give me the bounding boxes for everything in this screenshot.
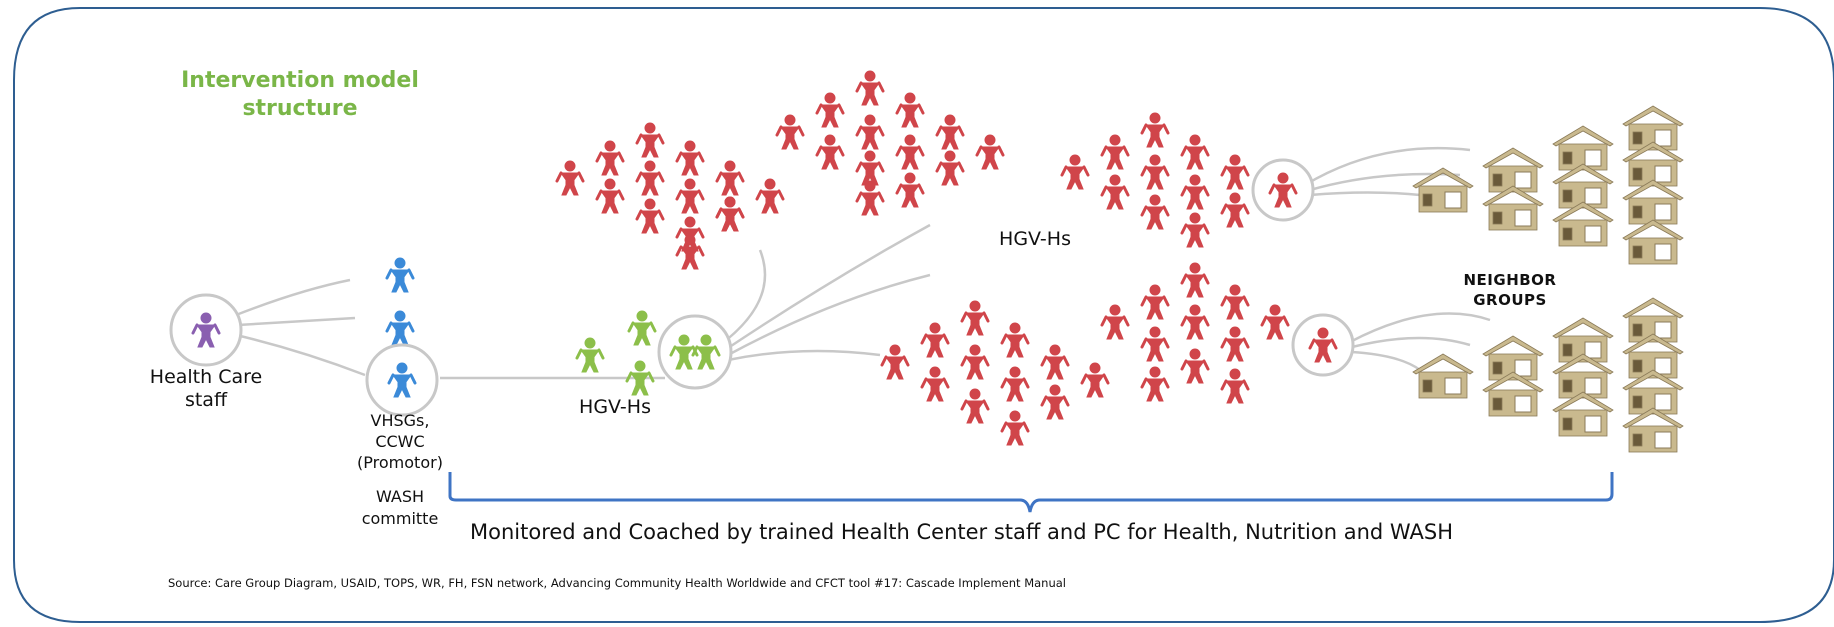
red-person-icon — [1100, 173, 1130, 211]
house-icon — [1412, 353, 1474, 399]
red-person-icon — [960, 387, 990, 425]
red-person-icon — [635, 159, 665, 197]
red-person-icon — [1220, 367, 1250, 405]
red-person-icon — [960, 343, 990, 381]
house-icon — [1552, 125, 1614, 171]
red-person-icon — [595, 139, 625, 177]
vhsg-person-icon — [385, 309, 415, 347]
red-person-icon — [855, 179, 885, 217]
red-person-icon — [815, 133, 845, 171]
house-icon — [1552, 391, 1614, 437]
red-person-icon — [1140, 153, 1170, 191]
red-person-icon — [895, 133, 925, 171]
red-person-icon — [555, 159, 585, 197]
red-person-icon — [975, 133, 1005, 171]
red-person-icon — [635, 121, 665, 159]
vhsg-label: VHSGs, CCWC (Promotor) — [357, 411, 443, 472]
house-icon — [1482, 185, 1544, 231]
hgvh-person-icon — [575, 336, 605, 374]
red-person-icon — [1060, 153, 1090, 191]
household-cluster-group — [555, 69, 1290, 447]
red-person-icon — [1000, 321, 1030, 359]
red-person-icon — [1000, 409, 1030, 447]
bracket — [448, 472, 1614, 513]
red-person-icon — [1180, 173, 1210, 211]
red-person-icon — [920, 365, 950, 403]
red-person-icon — [855, 69, 885, 107]
red-person-icon — [880, 343, 910, 381]
red-person-icon — [920, 321, 950, 359]
red-person-icon — [775, 113, 805, 151]
red-person-icon — [895, 91, 925, 129]
house-icon — [1482, 147, 1544, 193]
wash-committee-label: WASH committe — [361, 487, 439, 528]
red-person-icon — [1180, 347, 1210, 385]
hgvh-upper-label: HGV-Hs — [999, 228, 1071, 250]
red-person-icon — [895, 171, 925, 209]
health-care-staff-label: Health Care staff — [149, 366, 263, 411]
red-person-icon — [935, 113, 965, 151]
red-person-icon — [1080, 361, 1110, 399]
hgvh-lower-label: HGV-Hs — [579, 396, 651, 418]
red-person-icon — [675, 139, 705, 177]
red-person-icon — [755, 177, 785, 215]
red-person-icon — [1220, 153, 1250, 191]
red-person-icon — [1180, 133, 1210, 171]
red-person-icon — [1000, 365, 1030, 403]
outer-frame — [13, 7, 1834, 623]
red-person-icon — [1220, 325, 1250, 363]
house-icon — [1622, 219, 1684, 265]
red-person-icon — [675, 177, 705, 215]
red-person-icon — [1040, 383, 1070, 421]
red-person-icon — [855, 113, 885, 151]
hgvh-person-icon — [627, 309, 657, 347]
red-person-icon — [715, 195, 745, 233]
red-person-icon — [1260, 303, 1290, 341]
red-person-icon — [1100, 303, 1130, 341]
red-person-icon — [935, 149, 965, 187]
red-person-icon — [960, 299, 990, 337]
house-icon — [1622, 407, 1684, 453]
vhsg-person-icon — [385, 256, 415, 294]
house-icon — [1622, 179, 1684, 225]
house-icon — [1552, 201, 1614, 247]
red-person-icon — [1140, 193, 1170, 231]
red-person-icon — [855, 149, 885, 187]
source-note: Source: Care Group Diagram, USAID, TOPS,… — [168, 576, 1066, 590]
red-person-icon — [595, 177, 625, 215]
red-person-icon — [675, 233, 705, 271]
red-person-icon — [1100, 133, 1130, 171]
house-icon — [1552, 163, 1614, 209]
connector-lines — [235, 146, 1491, 380]
red-person-icon — [1180, 211, 1210, 249]
diagram-title: Intervention model structure — [181, 68, 419, 121]
red-person-icon — [635, 197, 665, 235]
red-person-icon — [1220, 283, 1250, 321]
red-person-icon — [1180, 261, 1210, 299]
red-person-icon — [1180, 303, 1210, 341]
red-person-icon — [715, 159, 745, 197]
red-person-icon — [1140, 365, 1170, 403]
red-person-icon — [1140, 111, 1170, 149]
red-person-icon — [1040, 343, 1070, 381]
red-person-icon — [1140, 283, 1170, 321]
red-person-icon — [1220, 191, 1250, 229]
bracket-caption: Monitored and Coached by trained Health … — [470, 520, 1454, 544]
red-person-icon — [1140, 325, 1170, 363]
red-person-icon — [815, 91, 845, 129]
neighbor-groups-label: NEIGHBOR GROUPS — [1463, 271, 1557, 309]
